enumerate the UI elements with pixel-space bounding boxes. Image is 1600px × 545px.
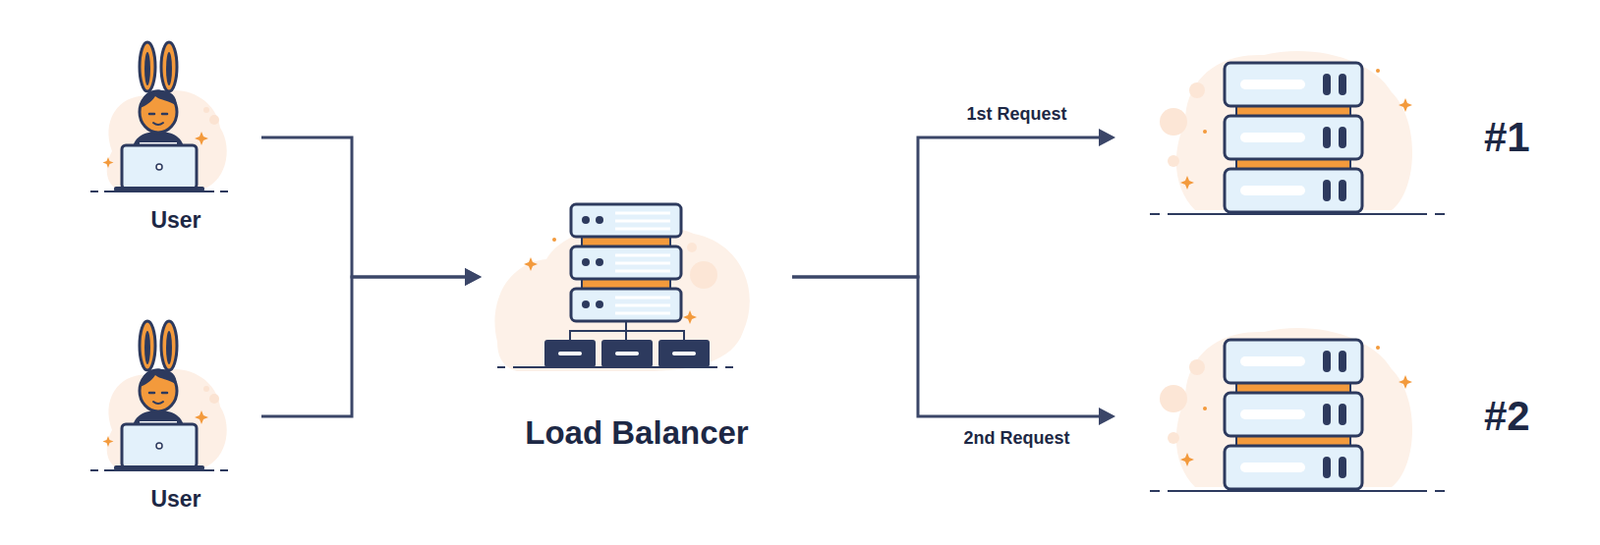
arrow-head [464,268,482,286]
node-label: #1 [1484,114,1531,162]
connector-line [792,277,1108,417]
arrow-head [1098,128,1116,147]
load-balancer-illustration [494,204,749,372]
diagram-node: #2 [1115,338,1578,496]
diagram-node: User [90,39,262,236]
edge-label: 1st Request [962,103,1071,126]
connector-line [261,137,474,278]
arrow-head [464,268,482,286]
diagram-node: #1 [1115,58,1578,217]
connector [792,128,1116,278]
node-label: User [90,207,262,234]
connector-line [792,137,1108,278]
user-illustration [90,42,229,192]
node-label: #2 [1484,393,1531,441]
connector-line [261,277,474,417]
connector [261,268,482,417]
node-label: User [90,486,262,514]
user-illustration [90,321,229,471]
server-illustration [1149,328,1445,492]
arrow-head [1098,407,1116,426]
edge-label: 2nd Request [959,427,1074,451]
connector [261,137,482,286]
diagram-node: User [90,318,262,515]
server-illustration [1149,51,1445,215]
node-label: Load Balancer [481,414,793,453]
connector [792,277,1116,426]
diagram-node: Load Balancer [481,178,793,464]
